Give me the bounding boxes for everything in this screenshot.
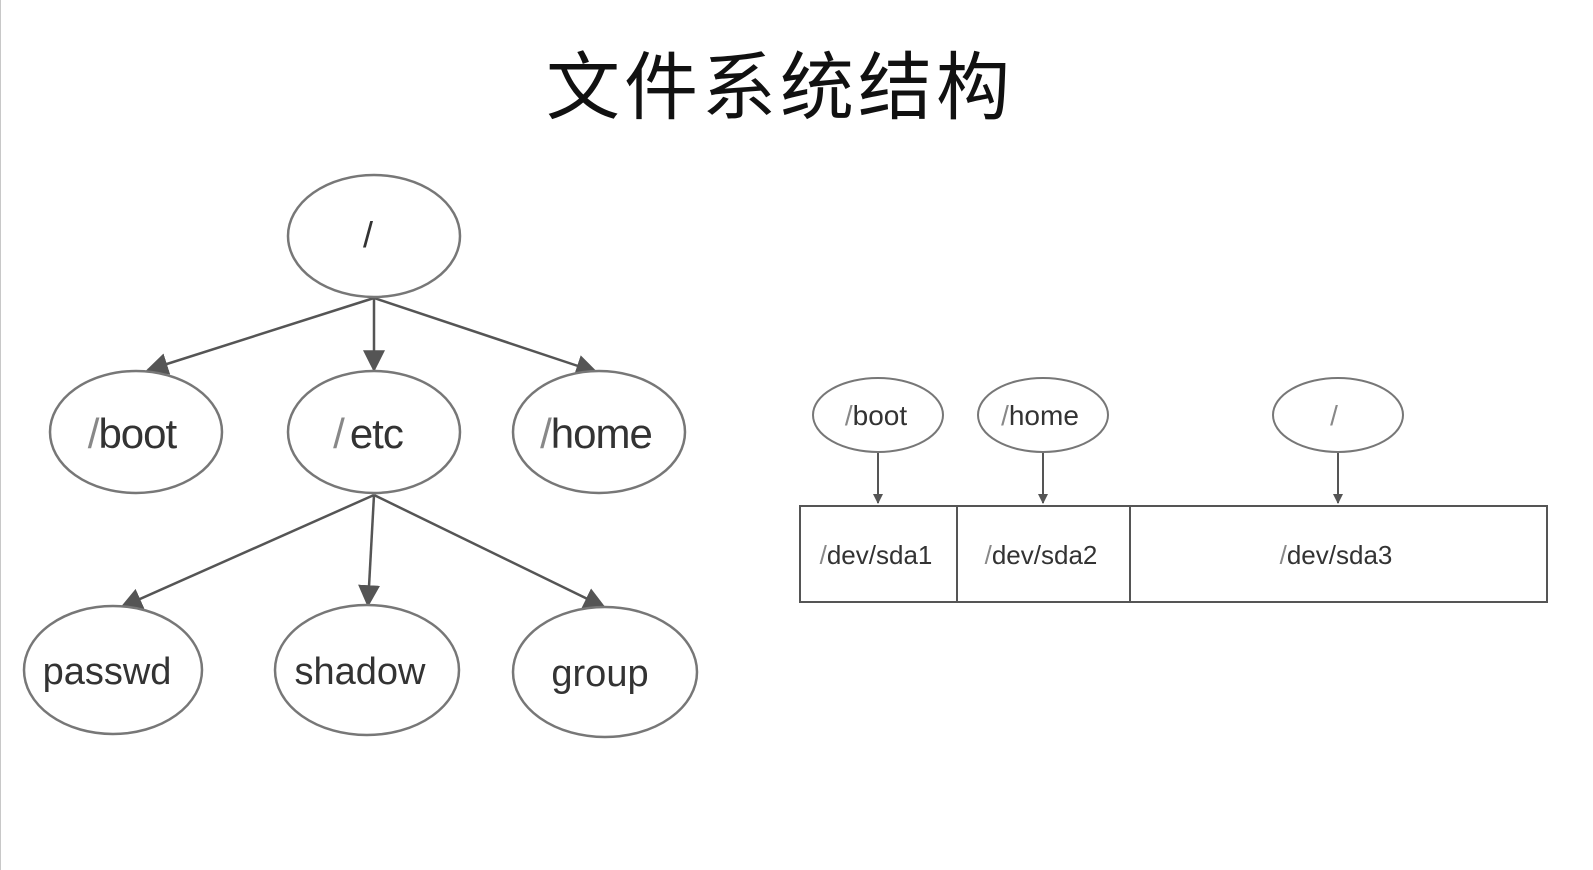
tree-passwd-label: passwd <box>43 651 172 693</box>
tree-node-boot: /boot <box>48 369 224 495</box>
tree-shadow-label: shadow <box>295 651 427 693</box>
tree-node-passwd: passwd <box>22 604 204 736</box>
tree-node-group-ellipse <box>511 605 699 739</box>
edge-etc-passwd <box>119 493 375 610</box>
tree-boot-slash: / <box>88 410 100 457</box>
disk-bar-outline <box>799 505 1548 603</box>
svg-text:/dev/sda3: /dev/sda3 <box>1280 540 1393 570</box>
tree-home-name: home <box>551 410 652 457</box>
tree-node-root-ellipse <box>286 173 462 299</box>
tree-node-etc: /etc <box>286 369 462 495</box>
mount-node-boot: /boot <box>812 377 944 453</box>
mount-home-slash: / <box>1001 400 1009 431</box>
tree-group-label: group <box>551 653 648 695</box>
tree-node-root: / <box>286 173 462 299</box>
tree-boot-name: boot <box>98 410 177 457</box>
mount-boot-slash: / <box>845 400 853 431</box>
tree-node-passwd-ellipse <box>22 604 204 736</box>
mount-root-slash: / <box>1330 400 1338 431</box>
tree-node-shadow-ellipse <box>273 603 461 737</box>
partition-sda3-slash: / <box>1280 540 1288 570</box>
slide-title: 文件系统结构 <box>546 45 1014 131</box>
mount-boot-name: boot <box>853 400 908 431</box>
edge-etc-group <box>373 493 606 609</box>
svg-text:/dev/sda2: /dev/sda2 <box>985 540 1098 570</box>
mount-node-home-ellipse <box>977 377 1109 453</box>
edge-root-home <box>373 296 599 377</box>
svg-text:/: / <box>1330 400 1338 431</box>
tree-node-home: /home <box>511 369 687 495</box>
tree-home-slash: / <box>540 410 552 457</box>
partition-sda2-slash: / <box>985 540 993 570</box>
svg-text:/dev/sda1: /dev/sda1 <box>820 540 933 570</box>
edge-root-boot <box>145 296 375 375</box>
tree-root-slash: / <box>363 214 373 255</box>
mount-home-name: home <box>1009 400 1079 431</box>
left-border <box>0 0 1 870</box>
edge-etc-shadow <box>358 494 381 608</box>
svg-text:/boot: /boot <box>845 400 907 431</box>
tree-node-group: group <box>511 605 699 739</box>
partition-sda3-label: dev/sda3 <box>1287 540 1393 570</box>
disk-bar: /dev/sda1 /dev/sda2 /dev/sda3 <box>799 505 1548 603</box>
mount-node-root-ellipse <box>1272 377 1404 453</box>
svg-text:/home: /home <box>1001 400 1079 431</box>
tree-node-home-ellipse <box>511 369 687 495</box>
partition-sda1-slash: / <box>820 540 828 570</box>
partition-sda1-label: dev/sda1 <box>827 540 933 570</box>
mount-edges <box>873 453 1343 504</box>
partition-sda2-label: dev/sda2 <box>992 540 1098 570</box>
svg-text:/: / <box>363 214 373 255</box>
svg-text:/boot: /boot <box>88 410 178 457</box>
mount-node-root: / <box>1272 377 1404 453</box>
tree-node-etc-ellipse <box>286 369 462 495</box>
svg-text:/home: /home <box>540 410 652 457</box>
svg-text:/etc: /etc <box>333 410 403 457</box>
tree-node-boot-ellipse <box>48 369 224 495</box>
tree-etc-slash: / <box>333 410 345 457</box>
tree-edges <box>119 296 606 610</box>
tree-etc-name: etc <box>350 410 403 457</box>
mount-node-home: /home <box>977 377 1109 453</box>
tree-node-shadow: shadow <box>273 603 461 737</box>
mount-node-boot-ellipse <box>812 377 944 453</box>
